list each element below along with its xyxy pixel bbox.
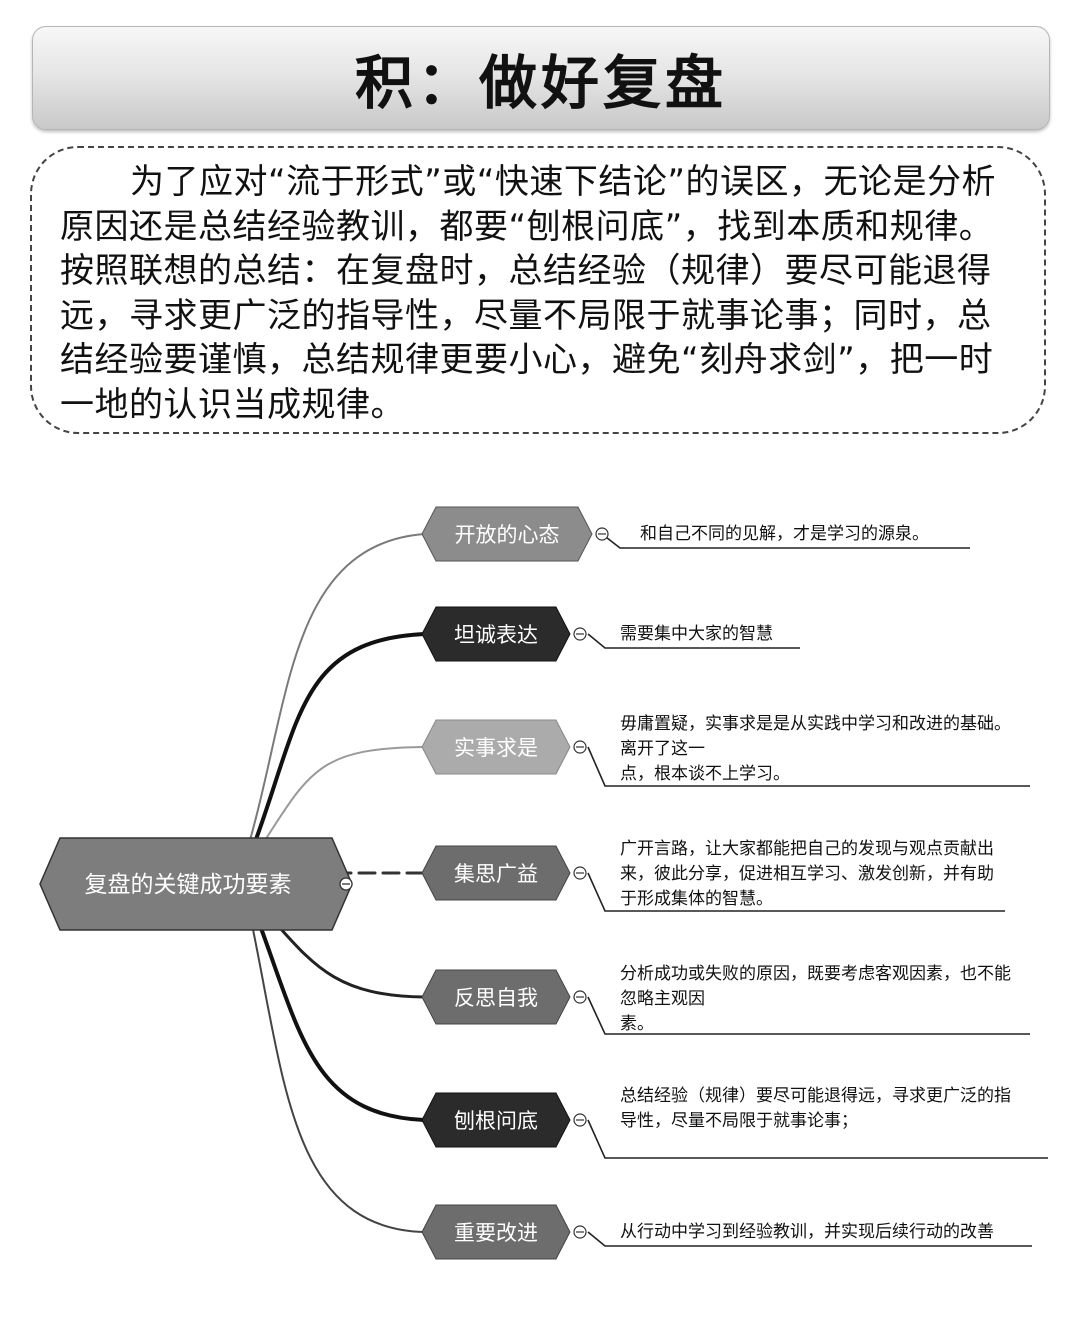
intro-dashed-box bbox=[30, 146, 1046, 434]
branch-label-4: 集思广益 bbox=[454, 862, 538, 886]
connector-1 bbox=[249, 533, 425, 841]
desc-underline-3 bbox=[587, 746, 1030, 787]
branch-desc-2: 需要集中大家的智慧 bbox=[620, 624, 773, 644]
branch-desc-1: 和自己不同的见解，才是学习的源泉。 bbox=[640, 524, 929, 544]
branch-node-4[interactable]: 集思广益 bbox=[421, 845, 587, 901]
desc-underline-2 bbox=[587, 633, 800, 649]
connector-7 bbox=[249, 914, 425, 1233]
branch-node-2[interactable]: 坦诚表达 bbox=[421, 606, 587, 662]
branch-node-6[interactable]: 刨根问底 bbox=[421, 1092, 587, 1148]
branch-label-6: 刨根问底 bbox=[454, 1109, 538, 1133]
branch-node-7[interactable]: 重要改进 bbox=[421, 1204, 587, 1260]
branch-desc-3: 毋庸置疑，实事求是是从实践中学习和改进的基础。离开了这一 点，根本谈不上学习。 bbox=[620, 714, 1011, 784]
branch-label-7: 重要改进 bbox=[454, 1221, 538, 1245]
intro-paragraph: 为了应对“流于形式”或“快速下结论”的误区，无论是分析原因还是总结经验教训，都要… bbox=[60, 162, 996, 425]
connector-2 bbox=[253, 632, 426, 844]
branch-desc-7: 从行动中学习到经验教训，并实现后续行动的改善 bbox=[620, 1222, 994, 1242]
branch-label-2: 坦诚表达 bbox=[454, 623, 538, 647]
connector-6 bbox=[253, 910, 426, 1122]
branch-node-5[interactable]: 反思自我 bbox=[421, 969, 587, 1025]
desc-underline-7 bbox=[587, 1231, 1032, 1247]
branch-node-1[interactable]: 开放的心态 bbox=[421, 506, 609, 562]
branch-desc-5: 分析成功或失败的原因，既要考虑客观因素，也不能忽略主观因 素。 bbox=[620, 964, 1011, 1034]
page-title: 积：做好复盘 bbox=[354, 49, 727, 117]
desc-underline-4 bbox=[587, 872, 1005, 912]
branch-label-1: 开放的心态 bbox=[455, 523, 560, 547]
title-banner: 积：做好复盘 bbox=[32, 26, 1050, 130]
desc-underline-6 bbox=[587, 1119, 1048, 1159]
branch-label-3: 实事求是 bbox=[454, 736, 538, 760]
root-node[interactable]: 复盘的关键成功要素 bbox=[39, 837, 353, 931]
branch-label-5: 反思自我 bbox=[454, 986, 538, 1010]
branch-node-3[interactable]: 实事求是 bbox=[421, 719, 587, 775]
branch-desc-6: 总结经验（规律）要尽可能退得远，寻求更广泛的指 导性，尽量不局限于就事论事； bbox=[620, 1086, 1011, 1131]
branch-desc-4: 广开言路，让大家都能把自己的发现与观点贡献出来，彼此分享，促进相互学习、激发创新… bbox=[620, 839, 994, 909]
desc-underline-1 bbox=[601, 533, 970, 549]
connector-3 bbox=[261, 746, 425, 846]
desc-underline-5 bbox=[587, 996, 1030, 1035]
root-node-label: 复盘的关键成功要素 bbox=[85, 872, 292, 898]
